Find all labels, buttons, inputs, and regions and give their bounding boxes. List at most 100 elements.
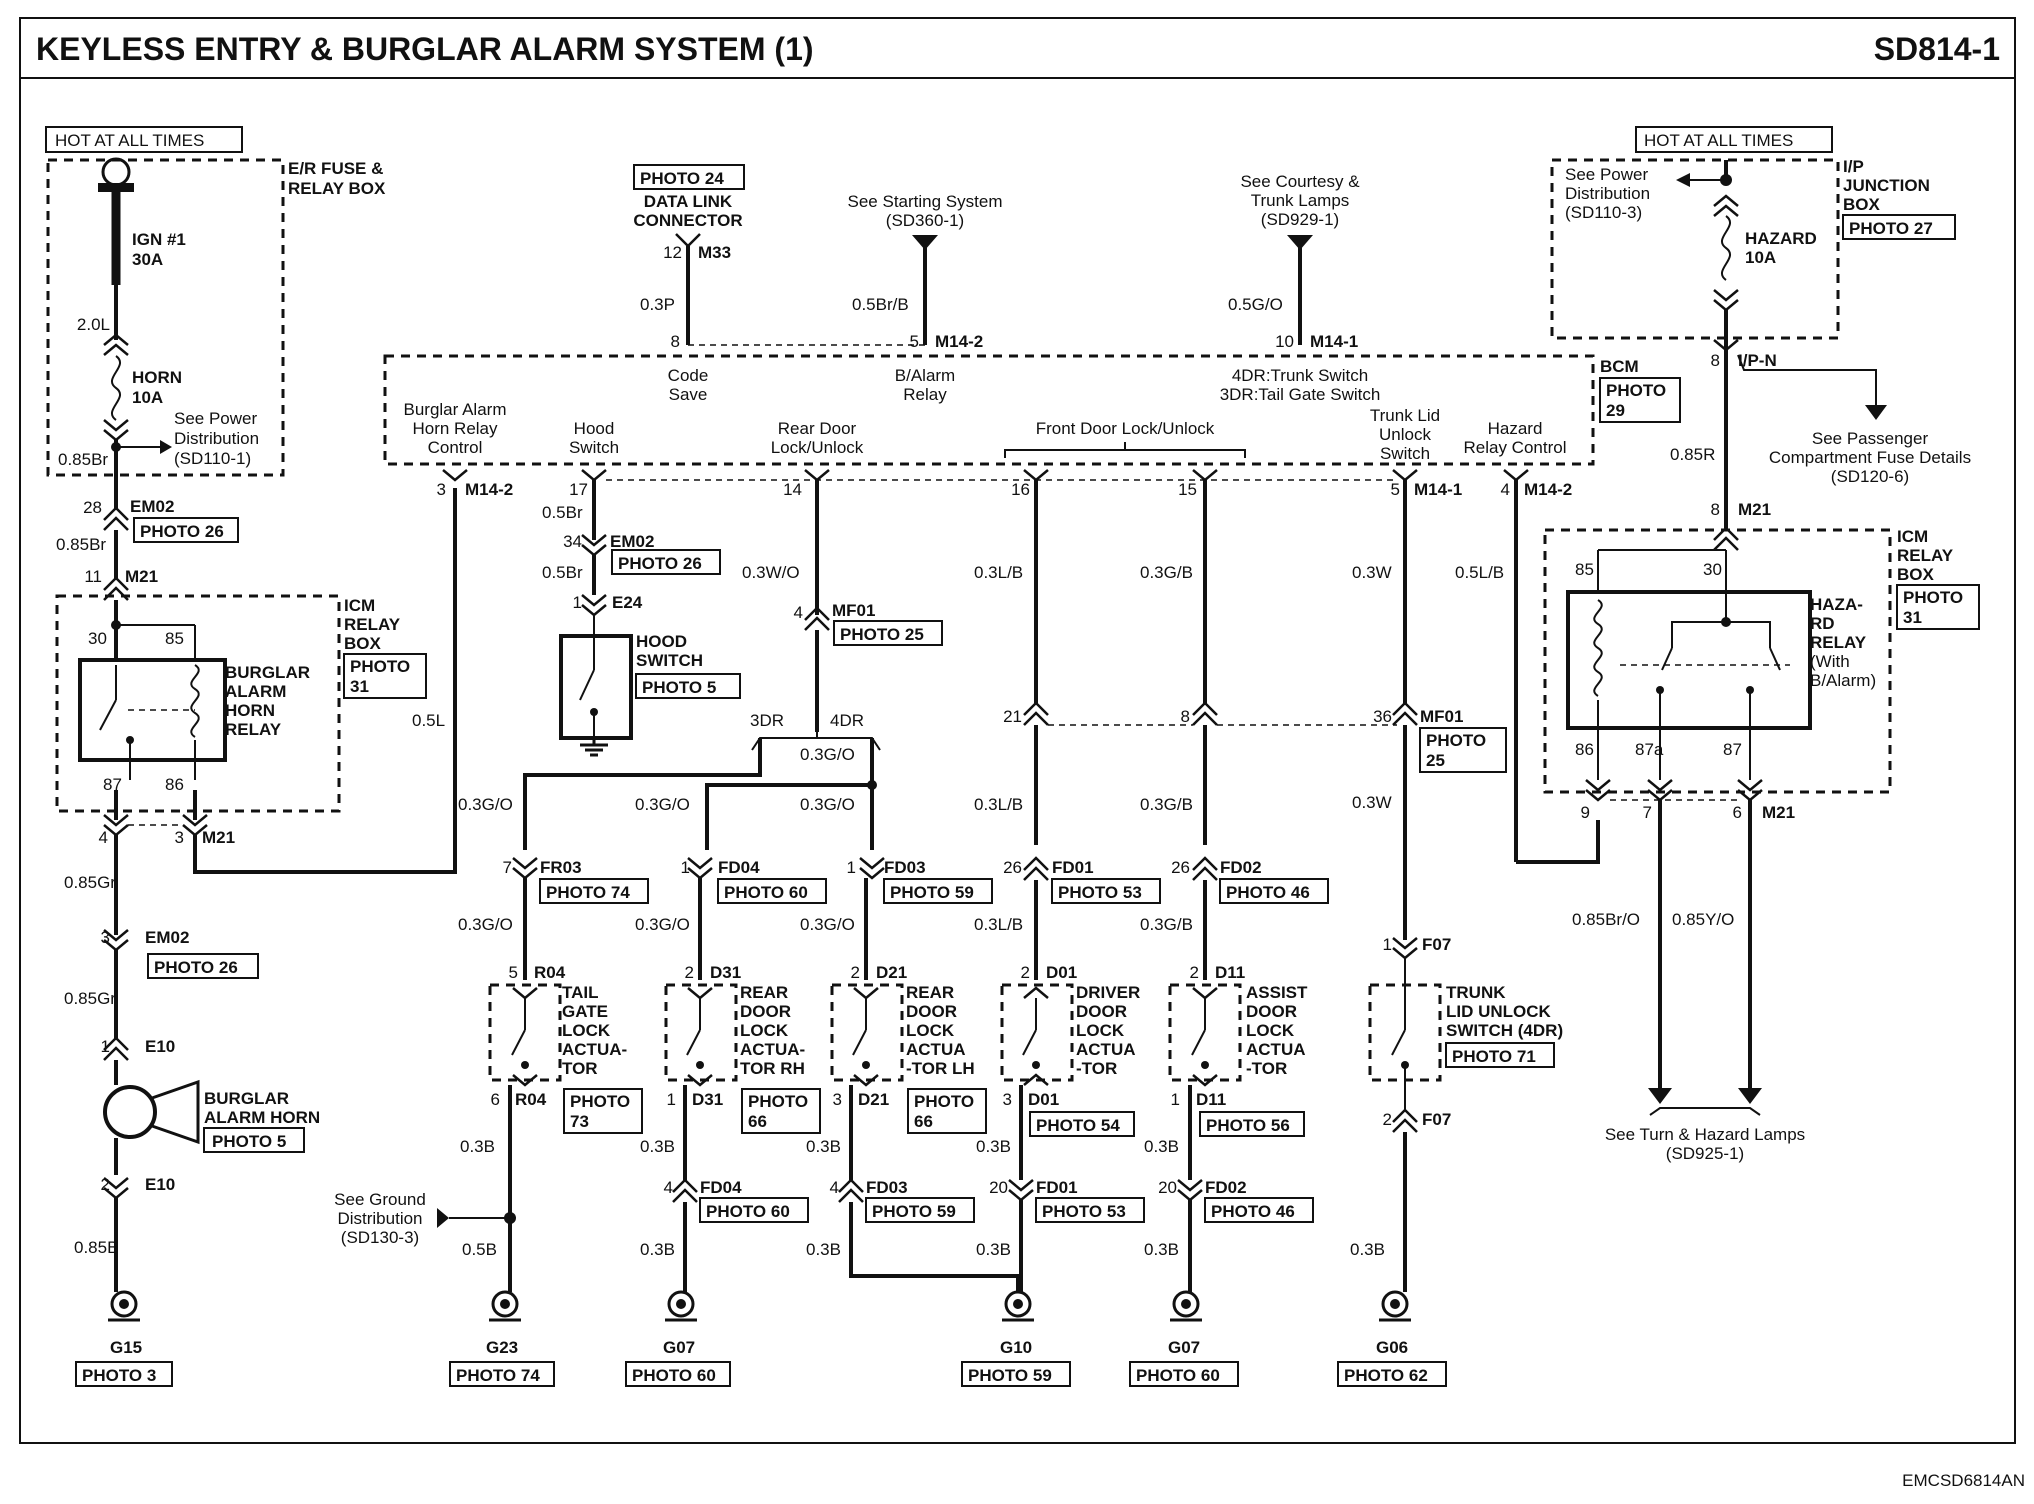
svg-text:HORN: HORN — [132, 368, 182, 387]
svg-text:0.3G/O: 0.3G/O — [635, 795, 690, 814]
svg-text:31: 31 — [350, 677, 369, 696]
svg-text:BURGLAR: BURGLAR — [225, 663, 310, 682]
svg-text:M14-2: M14-2 — [935, 332, 983, 351]
svg-text:(With: (With — [1810, 652, 1850, 671]
svg-text:9: 9 — [1581, 803, 1590, 822]
svg-text:0.3G/O: 0.3G/O — [458, 915, 513, 934]
svg-text:2: 2 — [685, 963, 694, 982]
svg-text:G07: G07 — [1168, 1338, 1200, 1357]
svg-text:0.5Br/B: 0.5Br/B — [852, 295, 909, 314]
svg-text:PHOTO 25: PHOTO 25 — [840, 625, 924, 644]
svg-text:0.5L: 0.5L — [412, 711, 445, 730]
svg-text:1: 1 — [667, 1090, 676, 1109]
svg-text:0.85R: 0.85R — [1670, 445, 1715, 464]
svg-text:PHOTO: PHOTO — [1426, 731, 1486, 750]
svg-text:FD03: FD03 — [866, 1178, 908, 1197]
ground-icon — [108, 1290, 140, 1322]
svg-text:73: 73 — [570, 1112, 589, 1131]
hood-switch-circuit: 0.5Br 34 EM02 PHOTO 26 0.5Br 1 E24 HOOD … — [542, 480, 741, 757]
svg-text:1: 1 — [847, 858, 856, 877]
svg-text:SWITCH (4DR): SWITCH (4DR) — [1446, 1021, 1563, 1040]
relay-coil-icon — [1593, 599, 1603, 697]
svg-text:REAR: REAR — [740, 983, 788, 1002]
svg-text:0.3P: 0.3P — [640, 295, 675, 314]
svg-text:LOCK: LOCK — [1076, 1021, 1125, 1040]
svg-text:FD03: FD03 — [884, 858, 926, 877]
svg-text:PHOTO 60: PHOTO 60 — [706, 1202, 790, 1221]
svg-text:Distribution: Distribution — [174, 429, 259, 448]
svg-text:PHOTO 60: PHOTO 60 — [724, 883, 808, 902]
svg-text:8: 8 — [1711, 351, 1720, 370]
svg-text:(SD120-6): (SD120-6) — [1831, 467, 1909, 486]
battery-terminal-icon — [101, 157, 131, 187]
svg-text:BOX: BOX — [1897, 565, 1935, 584]
svg-text:SWITCH: SWITCH — [636, 651, 703, 670]
svg-text:DATA LINK: DATA LINK — [644, 192, 733, 211]
svg-text:66: 66 — [914, 1112, 933, 1131]
ground-icon — [1170, 1290, 1202, 1322]
svg-text:B/Alarm: B/Alarm — [895, 366, 955, 385]
svg-text:LOCK: LOCK — [740, 1021, 789, 1040]
svg-text:D01: D01 — [1028, 1090, 1059, 1109]
svg-text:5: 5 — [1391, 480, 1400, 499]
svg-text:PHOTO 59: PHOTO 59 — [872, 1202, 956, 1221]
hot-at-all-times-left: HOT AT ALL TIMES — [55, 131, 204, 150]
svg-text:ASSIST: ASSIST — [1246, 983, 1308, 1002]
svg-text:Compartment Fuse Details: Compartment Fuse Details — [1769, 448, 1971, 467]
svg-text:D31: D31 — [692, 1090, 723, 1109]
svg-text:0.3L/B: 0.3L/B — [974, 563, 1023, 582]
svg-text:E10: E10 — [145, 1037, 175, 1056]
svg-text:ACTUA-: ACTUA- — [562, 1040, 627, 1059]
svg-text:0.85B: 0.85B — [74, 1238, 118, 1257]
svg-text:0.85Br: 0.85Br — [58, 450, 108, 469]
svg-text:0.5Br: 0.5Br — [542, 503, 583, 522]
svg-text:Unlock: Unlock — [1379, 425, 1431, 444]
svg-text:See Passenger: See Passenger — [1812, 429, 1929, 448]
svg-text:Burglar Alarm: Burglar Alarm — [404, 400, 507, 419]
svg-text:ICM: ICM — [1897, 527, 1928, 546]
svg-text:D31: D31 — [710, 963, 741, 982]
svg-text:Rear Door: Rear Door — [778, 419, 857, 438]
svg-text:PHOTO: PHOTO — [1606, 381, 1666, 400]
svg-text:Control: Control — [428, 438, 483, 457]
svg-text:M14-2: M14-2 — [465, 480, 513, 499]
svg-text:G06: G06 — [1376, 1338, 1408, 1357]
svg-text:1: 1 — [573, 593, 582, 612]
svg-text:MF01: MF01 — [832, 601, 875, 620]
svg-text:PHOTO: PHOTO — [748, 1092, 808, 1111]
svg-text:PHOTO 74: PHOTO 74 — [456, 1366, 540, 1385]
svg-text:PHOTO 24: PHOTO 24 — [640, 169, 724, 188]
svg-text:PHOTO 62: PHOTO 62 — [1344, 1366, 1428, 1385]
svg-text:4: 4 — [99, 828, 108, 847]
ground-distribution: See Ground Distribution (SD130-3) 0.5B G… — [334, 1190, 555, 1387]
svg-text:PHOTO 74: PHOTO 74 — [546, 883, 630, 902]
svg-text:0.3G/B: 0.3G/B — [1140, 915, 1193, 934]
svg-text:14: 14 — [783, 480, 802, 499]
relay-coil-icon — [190, 664, 200, 738]
svg-text:BURGLAR: BURGLAR — [204, 1089, 289, 1108]
svg-text:EM02: EM02 — [145, 928, 189, 947]
svg-text:2: 2 — [1021, 963, 1030, 982]
svg-text:JUNCTION: JUNCTION — [1843, 176, 1930, 195]
svg-text:BOX: BOX — [344, 634, 382, 653]
svg-text:-TOR: -TOR — [1246, 1059, 1287, 1078]
svg-text:(SD110-3): (SD110-3) — [1565, 203, 1642, 222]
ip-junction-box: HOT AT ALL TIMES I/P JUNCTION BOX PHOTO … — [1550, 126, 1971, 528]
svg-text:10: 10 — [1275, 332, 1294, 351]
svg-text:4: 4 — [830, 1178, 839, 1197]
svg-text:TRUNK: TRUNK — [1446, 983, 1506, 1002]
svg-text:ACTUA: ACTUA — [1246, 1040, 1306, 1059]
svg-text:PHOTO 60: PHOTO 60 — [632, 1366, 716, 1385]
svg-text:26: 26 — [1171, 858, 1190, 877]
svg-text:PHOTO 46: PHOTO 46 — [1211, 1202, 1295, 1221]
svg-text:0.5G/O: 0.5G/O — [1228, 295, 1283, 314]
svg-text:6: 6 — [491, 1090, 500, 1109]
svg-text:FD02: FD02 — [1220, 858, 1262, 877]
svg-text:0.3B: 0.3B — [806, 1137, 841, 1156]
svg-text:GATE: GATE — [562, 1002, 608, 1021]
ground-icon — [580, 738, 608, 757]
svg-text:IGN #1: IGN #1 — [132, 230, 186, 249]
burglar-alarm-horn-circuit: 28 EM02 PHOTO 26 0.85Br 11 M21 ICM RELAY… — [55, 488, 457, 1387]
er-fuse-box: HOT AT ALL TIMES E/R FUSE & RELAY BOX IG… — [45, 126, 386, 510]
